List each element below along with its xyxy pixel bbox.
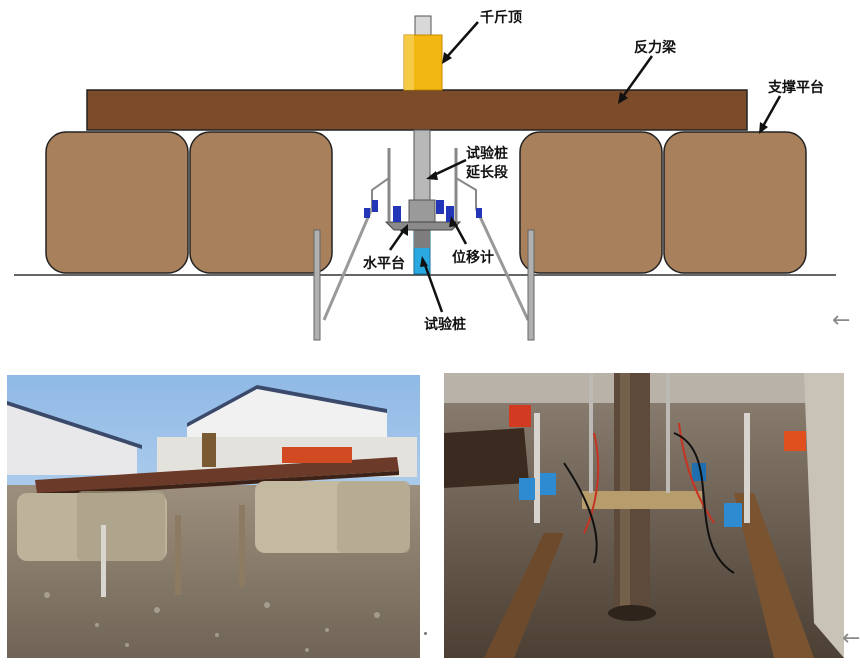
- label-displacement-meter: 位移计: [452, 249, 494, 266]
- brace-right: [474, 207, 530, 321]
- label-test-pile: 试验桩: [424, 316, 466, 333]
- support-block-1: [45, 131, 189, 274]
- edge-arrow-icon: ←: [832, 308, 851, 333]
- label-jack: 千斤顶: [480, 9, 522, 26]
- level-platform: [384, 221, 462, 231]
- label-support-platform: 支撑平台: [767, 79, 824, 96]
- reaction-beam: [86, 89, 748, 131]
- jack-shade: [404, 35, 414, 90]
- arrowhead-beam: [618, 92, 628, 104]
- ground-post-right: [527, 229, 535, 341]
- bracket-right: [455, 177, 477, 208]
- arrowhead-level: [400, 224, 408, 236]
- edge-arrow-icon: ←: [842, 626, 860, 651]
- sensor-2: [372, 200, 378, 212]
- arrowhead-extension: [426, 171, 438, 180]
- arrowhead-meter: [449, 216, 458, 227]
- label-test-pile-extension-2: 延长段: [465, 164, 508, 181]
- callout-support: [760, 95, 782, 129]
- sensor-1: [364, 208, 370, 218]
- sensor-6: [476, 208, 482, 218]
- arrowhead-jack: [442, 52, 452, 64]
- callout-level: [388, 229, 406, 251]
- support-block-2: [189, 131, 333, 274]
- pile-load-test-diagram: 千斤顶 反力梁 支撑平台 试验桩 延长段 水平台 位移计 试验桩: [14, 9, 836, 341]
- callout-extension: [431, 158, 467, 178]
- support-block-4: [663, 131, 807, 274]
- label-test-pile-extension-1: 试验桩: [466, 145, 508, 162]
- callout-jack: [445, 21, 479, 59]
- photo-loading-rig: [7, 375, 420, 658]
- jack-cap: [414, 15, 432, 37]
- sensor-4: [436, 200, 444, 214]
- brace-left: [322, 207, 374, 321]
- callout-beam: [620, 55, 654, 99]
- photo-pile-closeup: [444, 373, 844, 658]
- test-pile-grey-top: [414, 228, 430, 248]
- arrowhead-pile: [420, 256, 428, 267]
- separator-dot: [424, 632, 427, 635]
- arrowhead-support: [759, 122, 768, 134]
- support-block-3: [519, 131, 663, 274]
- ground-post-left: [313, 229, 321, 341]
- sensor-5: [446, 206, 454, 222]
- sensor-3: [393, 206, 401, 222]
- label-level-platform: 水平台: [363, 255, 405, 272]
- label-reaction-beam: 反力梁: [634, 39, 677, 56]
- callout-pile: [422, 261, 444, 313]
